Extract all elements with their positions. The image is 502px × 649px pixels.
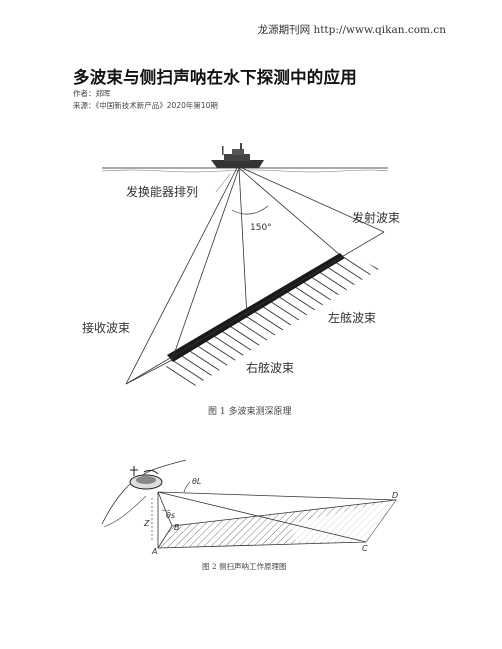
label-b: B	[174, 523, 180, 532]
source-name: 《中国新技术新产品》2020年第10期	[95, 101, 218, 110]
article-source: 来源：《中国新技术新产品》2020年第10期	[73, 100, 218, 111]
label-theta-l: θL	[192, 477, 201, 486]
label-port-beam: 左舷波束	[328, 310, 376, 325]
label-d: D	[392, 491, 398, 500]
author-name: 郑晖	[95, 89, 111, 98]
figure1-caption: 图 1 多波束测深原理	[208, 407, 292, 417]
figure-multibeam: 发换能器排列 150° 发射波束 接收波束 左舷波束 右舷波束	[72, 140, 430, 398]
article-title: 多波束与侧扫声呐在水下探测中的应用	[73, 68, 357, 87]
site-url[interactable]: http://www.qikan.com.cn	[313, 24, 446, 36]
swath-fade	[290, 500, 396, 542]
author-label: 作者：	[73, 89, 96, 98]
label-angle: 150°	[250, 223, 272, 233]
article-author: 作者：郑晖	[73, 88, 111, 99]
site-header: 龙源期刊网 http://www.qikan.com.cn	[258, 22, 446, 37]
label-receive-beam: 接收波束	[82, 320, 130, 335]
label-starboard-beam: 右舷波束	[246, 360, 294, 375]
figure-side-scan: θL θs Z A B C D	[100, 452, 420, 557]
seabed-slope	[103, 495, 147, 528]
side-scan-diagram: θL θs Z A B C D	[101, 459, 398, 556]
beam-lines	[125, 167, 385, 385]
shoreline	[101, 459, 187, 525]
leader-transducer	[215, 173, 231, 193]
ship	[211, 143, 264, 168]
label-z: Z	[143, 519, 150, 528]
survey-boat	[129, 466, 163, 490]
angle-theta-l-arc	[183, 481, 191, 493]
sonar-rays	[157, 491, 397, 548]
figure2-caption: 图 2 侧扫声呐工作原理图	[202, 562, 287, 571]
angle-arc	[231, 205, 269, 215]
angle-theta-s-arc	[161, 509, 171, 512]
multibeam-diagram: 发换能器排列 150° 发射波束 接收波束 左舷波束 右舷波束	[82, 143, 400, 389]
label-theta-s: θs	[166, 511, 175, 520]
water-wave	[101, 169, 389, 173]
label-c: C	[362, 544, 368, 553]
label-transducer: 发换能器排列	[126, 184, 198, 199]
site-name: 龙源期刊网	[257, 24, 311, 36]
label-transmit-beam: 发射波束	[352, 210, 400, 225]
label-a: A	[151, 547, 157, 556]
source-label: 来源：	[73, 101, 96, 110]
